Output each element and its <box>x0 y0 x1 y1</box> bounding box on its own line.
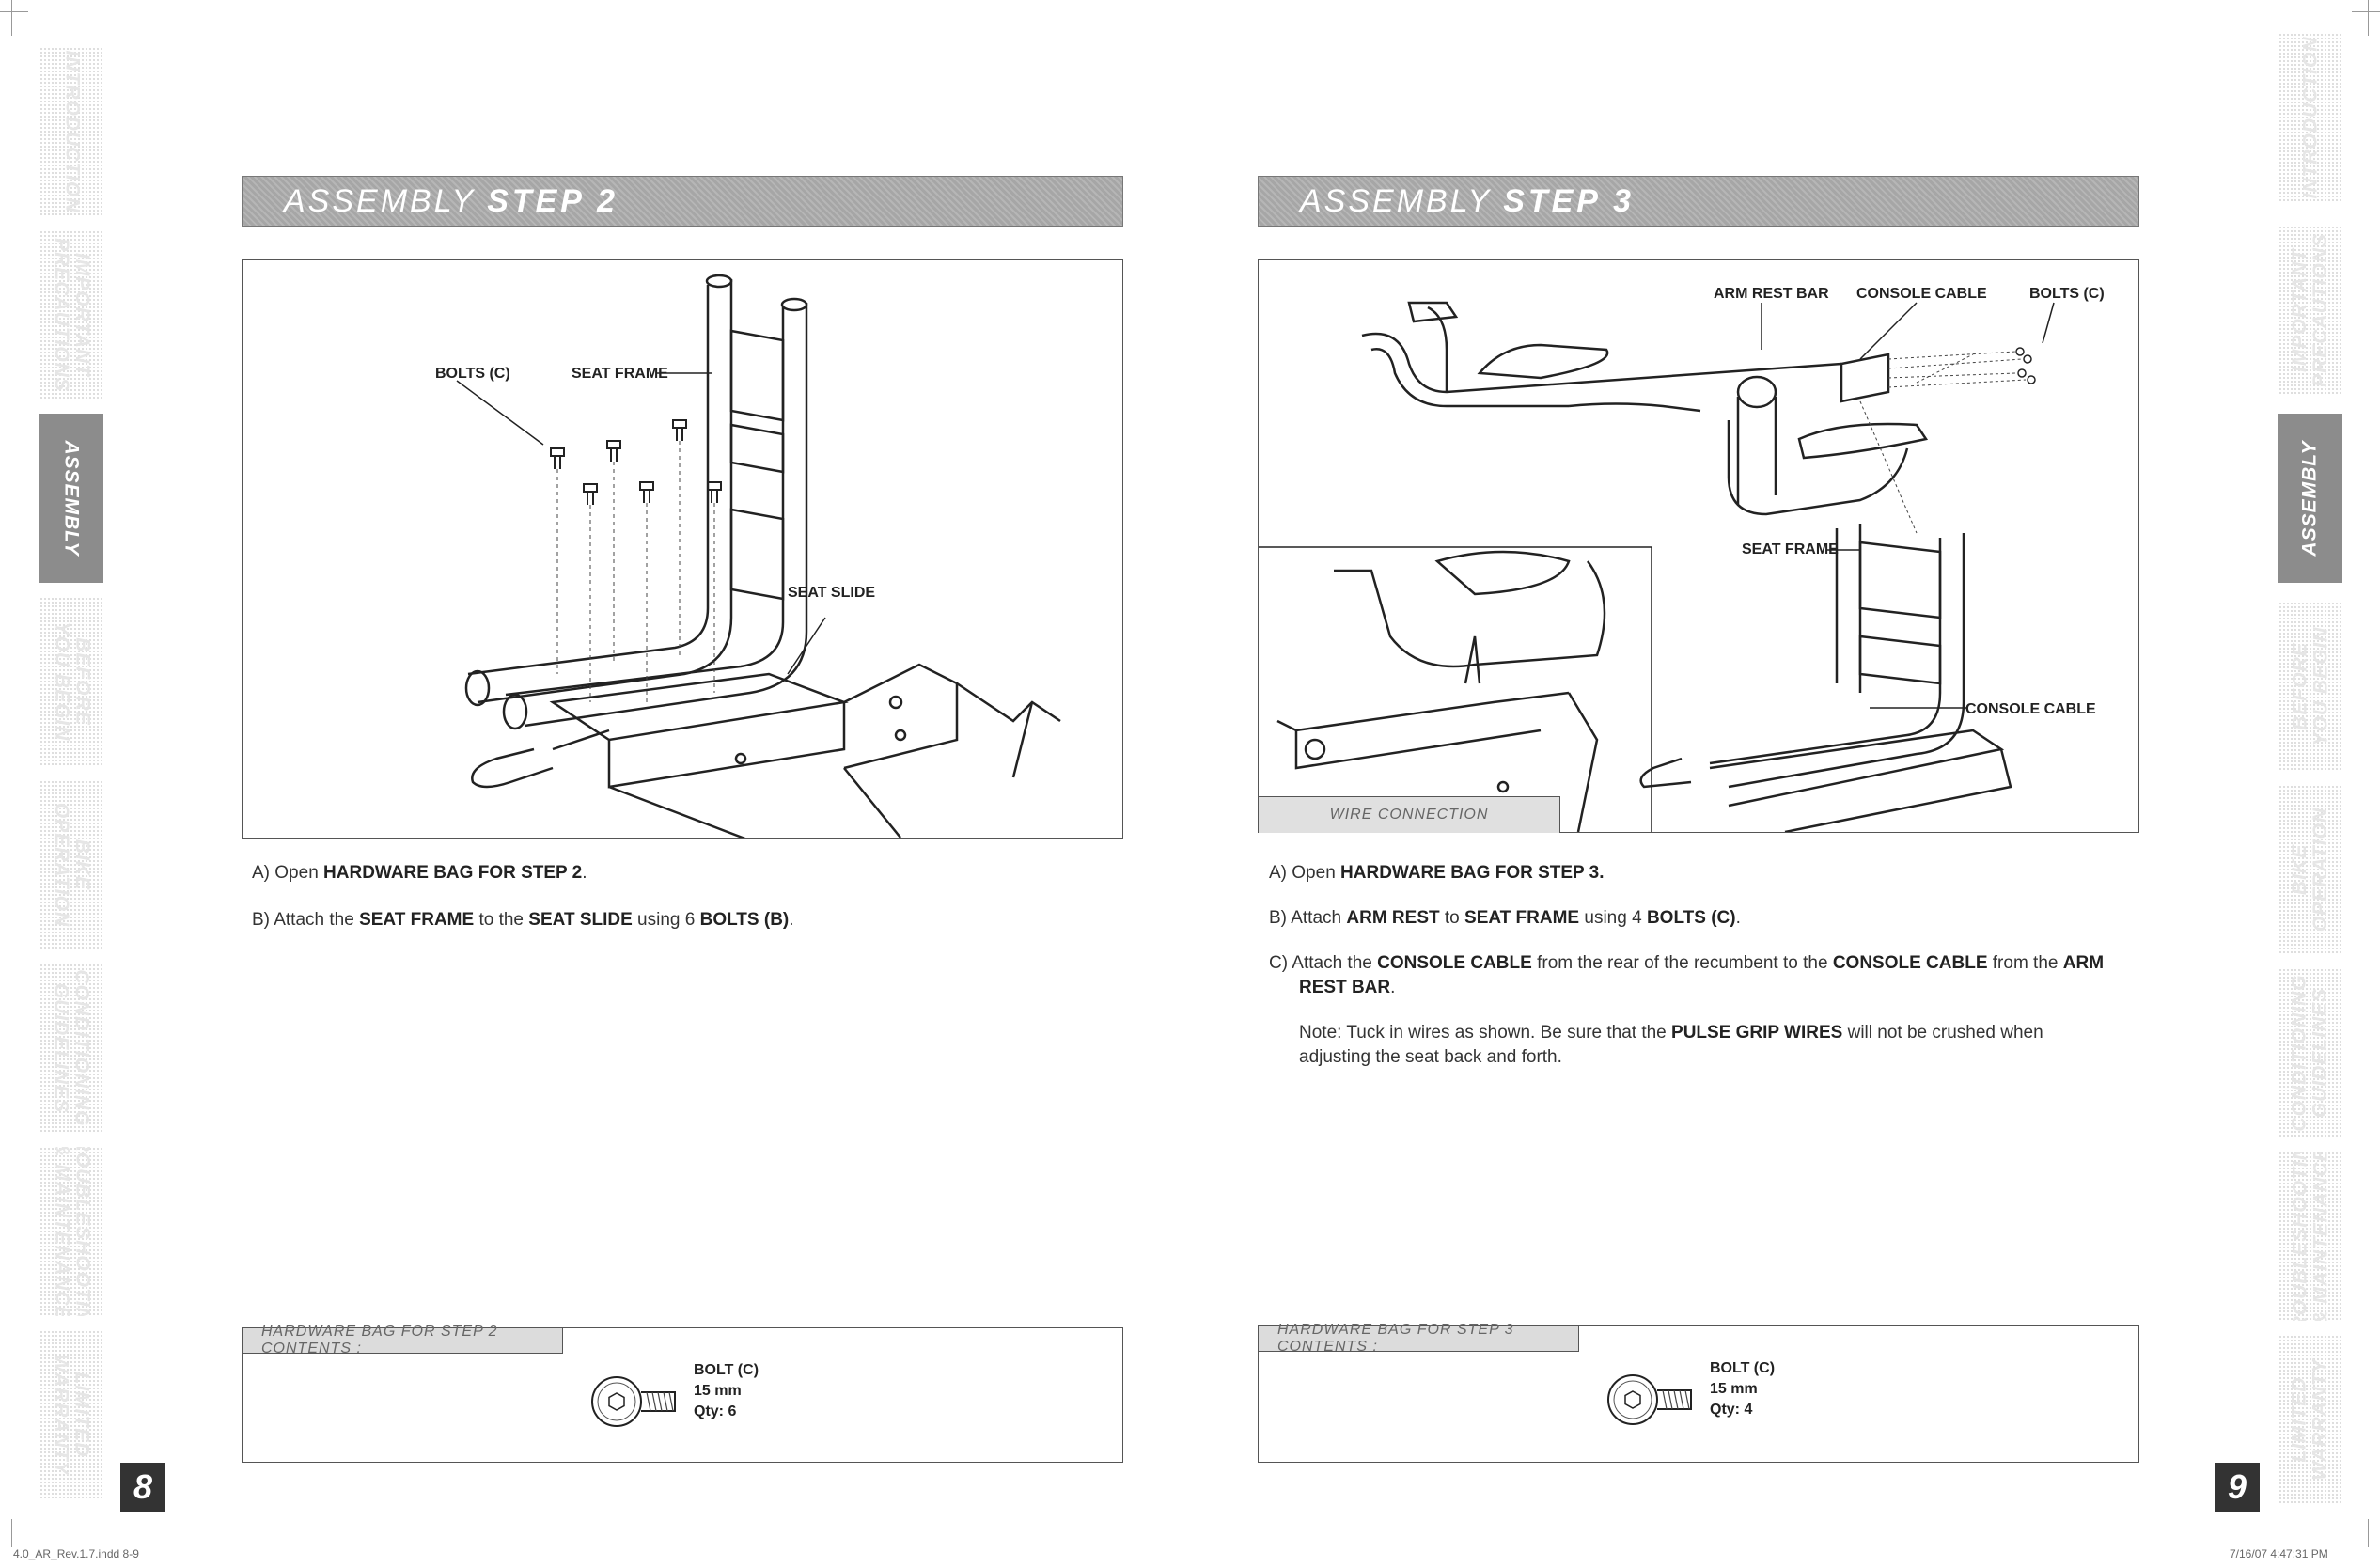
header-step: STEP 2 <box>487 182 619 219</box>
tab-label: ASSEMBLY <box>2299 440 2321 557</box>
crop-mark <box>11 1519 12 1547</box>
hardware-title: HARDWARE BAG FOR STEP 3 CONTENTS : <box>1259 1322 1579 1355</box>
instruction-step2-b: B) Attach the SEAT FRAME to the SEAT SLI… <box>252 910 794 930</box>
crop-mark <box>2368 0 2369 36</box>
header-prefix: ASSEMBLY <box>1300 182 1493 219</box>
label-bolts-c: BOLTS (C) <box>2029 286 2105 302</box>
tab-bike-operation[interactable]: BIKE OPERATION <box>2278 785 2342 954</box>
tab-label: CONDITIONING GUIDELINES <box>2289 974 2332 1132</box>
crop-mark <box>2368 1519 2369 1547</box>
label-bolts-c: BOLTS (C) <box>435 366 510 382</box>
tab-label: ASSEMBLY <box>61 440 83 557</box>
tab-label: BIKE OPERATION <box>2289 807 2332 933</box>
label-arm-rest-bar: ARM REST BAR <box>1714 286 1829 302</box>
tab-troubleshooting-maintenance[interactable]: TROUBLESHOOTING & MAINTENANCE <box>2278 1152 2342 1321</box>
bolt-icon <box>591 1376 676 1427</box>
tab-label: TROUBLESHOOTING & MAINTENANCE <box>51 1147 93 1316</box>
diagram-step3: ARM REST BAR CONSOLE CABLE BOLTS (C) SEA… <box>1258 259 2139 834</box>
tab-introduction[interactable]: INTRODUCTION <box>2278 33 2342 202</box>
tab-troubleshooting-maintenance[interactable]: TROUBLESHOOTING & MAINTENANCE <box>39 1147 103 1316</box>
tab-label: IMPORTANT PRECAUTIONS <box>51 238 94 392</box>
crop-mark <box>11 0 12 36</box>
hardware-box-step3: HARDWARE BAG FOR STEP 3 CONTENTS : BOLT … <box>1258 1322 2139 1463</box>
tab-label: BEFORE YOU BEGIN <box>51 621 94 742</box>
tab-label: INTRODUCTION <box>61 50 83 213</box>
section-header-step2: ASSEMBLY STEP 2 <box>242 176 1123 227</box>
label-console-cable: CONSOLE CABLE <box>1965 701 2096 717</box>
seat-frame-illustration: BOLTS (C) SEAT FRAME SEAT SLIDE <box>435 274 1061 864</box>
tab-label: CONDITIONING GUIDELINES <box>51 969 94 1127</box>
crop-mark <box>2352 11 2380 12</box>
instruction-step3-b: B) Attach ARM REST to SEAT FRAME using 4… <box>1269 908 1741 928</box>
label-console-cable-top: CONSOLE CABLE <box>1856 286 1987 302</box>
tab-introduction[interactable]: INTRODUCTION <box>39 47 103 216</box>
header-prefix: ASSEMBLY <box>284 182 477 219</box>
tab-label: TROUBLESHOOTING & MAINTENANCE <box>2289 1152 2331 1321</box>
arm-rest-illustration: ARM REST BAR CONSOLE CABLE BOLTS (C) SEA… <box>1259 286 2105 834</box>
label-seat-slide: SEAT SLIDE <box>788 585 875 601</box>
diagram-step2: BOLTS (C) SEAT FRAME SEAT SLIDE <box>242 259 1123 864</box>
bolt-size: 15 mm <box>1710 1381 1758 1397</box>
tab-label: IMPORTANT PRECAUTIONS <box>2289 233 2332 387</box>
tab-limited-warranty[interactable]: LIMITED WARRANTY <box>39 1330 103 1499</box>
instruction-step2-a: A) Open HARDWARE BAG FOR STEP 2. <box>252 863 587 883</box>
tab-label: BEFORE YOU BEGIN <box>2289 626 2332 746</box>
bolt-name: BOLT (C) <box>1710 1360 1776 1376</box>
instruction-step3-note: Note: Tuck in wires as shown. Be sure th… <box>1299 1023 2043 1067</box>
bolt-size: 15 mm <box>694 1383 742 1399</box>
hardware-box-step2: HARDWARE BAG FOR STEP 2 CONTENTS : BOLT … <box>242 1324 1123 1463</box>
tab-limited-warranty[interactable]: LIMITED WARRANTY <box>2278 1335 2342 1504</box>
label-seat-frame: SEAT FRAME <box>1742 541 1839 557</box>
section-header-step3: ASSEMBLY STEP 3 <box>1258 176 2139 227</box>
tab-before-you-begin[interactable]: BEFORE YOU BEGIN <box>2278 602 2342 771</box>
tab-before-you-begin[interactable]: BEFORE YOU BEGIN <box>39 597 103 766</box>
footer-file-slug: 4.0_AR_Rev.1.7.indd 8-9 <box>13 1547 139 1560</box>
wire-connection-label: WIRE CONNECTION <box>1329 807 1489 823</box>
bolt-name: BOLT (C) <box>694 1362 759 1378</box>
bolt-details: BOLT (C) 15 mm Qty: 4 <box>1710 1358 1775 1420</box>
footer-timestamp: 7/16/07 4:47:31 PM <box>2230 1547 2328 1560</box>
tab-label: LIMITED WARRANTY <box>51 1354 94 1476</box>
tab-label: INTRODUCTION <box>2299 36 2321 199</box>
bolt-details: BOLT (C) 15 mm Qty: 6 <box>694 1360 759 1422</box>
hardware-title: HARDWARE BAG FOR STEP 2 CONTENTS : <box>243 1324 563 1356</box>
header-step: STEP 3 <box>1503 182 1636 219</box>
page-number-right: 9 <box>2215 1463 2260 1512</box>
tab-bike-operation[interactable]: BIKE OPERATION <box>39 780 103 949</box>
bolt-qty: Qty: 6 <box>694 1403 737 1419</box>
wire-connection-caption: WIRE CONNECTION <box>1259 796 1560 833</box>
instruction-step3-c: C) Attach the CONSOLE CABLE from the rea… <box>1269 953 2105 997</box>
tab-conditioning-guidelines[interactable]: CONDITIONING GUIDELINES <box>39 964 103 1133</box>
tab-conditioning-guidelines[interactable]: CONDITIONING GUIDELINES <box>2278 968 2342 1137</box>
tab-assembly[interactable]: ASSEMBLY <box>2278 414 2342 583</box>
bolt-icon <box>1607 1374 1692 1425</box>
page-number-left: 8 <box>120 1463 165 1512</box>
tab-label: BIKE OPERATION <box>51 802 94 928</box>
crop-mark <box>0 11 28 12</box>
label-seat-frame: SEAT FRAME <box>572 366 668 382</box>
tab-label: LIMITED WARRANTY <box>2289 1358 2332 1481</box>
tab-important-precautions[interactable]: IMPORTANT PRECAUTIONS <box>39 230 103 400</box>
tab-important-precautions[interactable]: IMPORTANT PRECAUTIONS <box>2278 226 2342 395</box>
tab-assembly[interactable]: ASSEMBLY <box>39 414 103 583</box>
bolt-qty: Qty: 4 <box>1710 1402 1753 1418</box>
instruction-step3-a: A) Open HARDWARE BAG FOR STEP 3. <box>1269 863 1605 883</box>
